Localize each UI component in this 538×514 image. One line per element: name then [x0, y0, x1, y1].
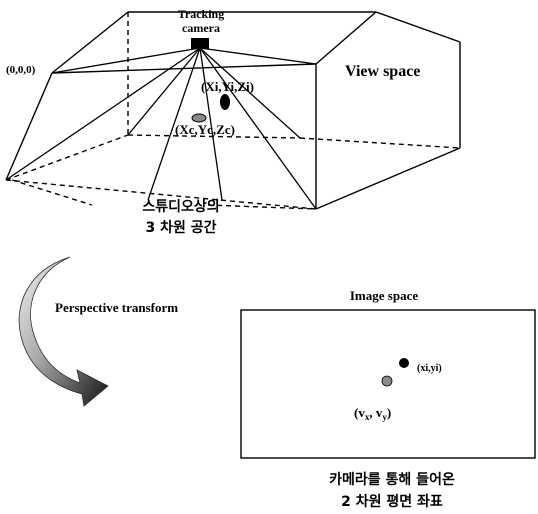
perspective-arrow-icon	[18, 256, 109, 407]
object-point-marker	[220, 94, 230, 110]
studio-caption-line2: 3 차원 공간	[145, 219, 216, 236]
image-center-label: (vx, vy)	[354, 405, 391, 422]
image-caption-line2: 2 차원 평면 좌표	[341, 493, 443, 510]
image-point-marker	[399, 358, 409, 368]
image-center-label-suffix: )	[387, 405, 391, 420]
image-caption-line1: 카메라를 통해 들어온	[329, 471, 455, 488]
view-space-box	[5, 11, 461, 210]
image-center-marker	[381, 375, 393, 387]
studio-caption-line1: 스튜디오상의	[142, 198, 219, 215]
origin-label: (0,0,0)	[6, 64, 36, 76]
camera-rays	[5, 47, 317, 210]
object-point-label: (Xi,Yi,Zi)	[201, 79, 254, 94]
center-point-marker	[191, 113, 207, 123]
tracking-camera-icon	[191, 38, 209, 49]
image-point-label: (xi,yi)	[417, 363, 442, 374]
perspective-transform-label: Perspective transform	[55, 300, 178, 315]
image-space-title: Image space	[350, 288, 418, 303]
image-center-label-mid: , v	[369, 405, 383, 420]
image-center-label-sub-y: y	[382, 412, 387, 422]
tracking-camera-label-line1: Tracking	[178, 7, 224, 21]
image-center-label-sub-x: x	[365, 412, 370, 422]
center-point-label: (Xc,Yc,Zc)	[175, 122, 235, 137]
view-space-label: View space	[345, 63, 420, 80]
tracking-camera-label-line2: camera	[182, 21, 220, 35]
image-center-label-prefix: (v	[354, 405, 365, 420]
